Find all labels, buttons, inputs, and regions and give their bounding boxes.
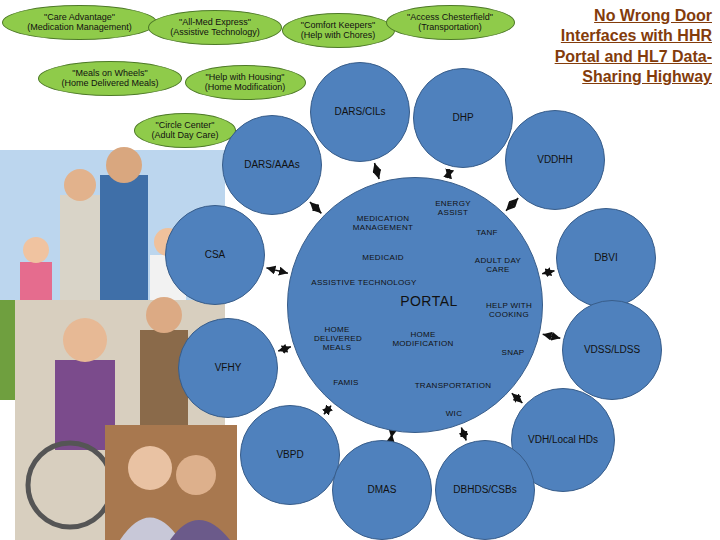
- node-sublabel: MEDICATION MANAGEMENT: [352, 214, 414, 232]
- node-label: "Access Chesterfield": [407, 12, 493, 22]
- node-label: VBPD: [276, 449, 303, 461]
- connector-arrow: [278, 347, 291, 351]
- connector-arrow: [448, 169, 450, 178]
- connector-arrow: [266, 268, 287, 273]
- connector-arrow: [542, 271, 554, 274]
- node-sublabel: HELP WITH COOKING: [481, 301, 537, 319]
- connector-arrow: [512, 393, 523, 403]
- agency-circle: DARS/CILs: [310, 62, 410, 162]
- connector-arrow: [310, 202, 322, 213]
- node-sublabel: ENERGY ASSIST: [432, 199, 474, 217]
- agency-circle: VDDHH: [505, 110, 605, 210]
- agency-circle: DHP: [413, 68, 513, 168]
- node-sublabel: (Transportation): [418, 22, 482, 32]
- node-label: DBVI: [594, 252, 617, 264]
- node-sublabel: ASSISTIVE TECHNOLOGY: [311, 278, 416, 287]
- node-sublabel: SNAP: [502, 348, 525, 357]
- node-label: "Care Advantage": [44, 12, 115, 22]
- node-label: VDDHH: [537, 154, 573, 166]
- node-sublabel: ADULT DAY CARE: [472, 256, 524, 274]
- agency-circle: DBHDS/CSBs: [435, 440, 535, 540]
- connector-group: [266, 163, 560, 440]
- node-sublabel: (Assistive Technology): [170, 27, 259, 37]
- node-sublabel: (Adult Day Care): [151, 130, 218, 140]
- elderly-photo: [105, 425, 237, 540]
- photo-body: [60, 195, 100, 305]
- photo-body: [120, 518, 180, 540]
- node-label: "Comfort Keepers": [301, 20, 375, 30]
- node-sublabel: (Medication Management): [27, 22, 132, 32]
- node-label: DHP: [452, 112, 473, 124]
- photo-body: [100, 175, 148, 305]
- program-ellipse: "Circle Center"(Adult Day Care): [134, 113, 236, 148]
- node-label: PORTAL: [400, 293, 458, 309]
- photo-head: [128, 446, 172, 490]
- node-label: "Help with Housing": [206, 72, 285, 82]
- node-sublabel: HOME MODIFICATION: [387, 330, 459, 348]
- connector-arrow: [543, 334, 561, 338]
- photo-head: [176, 455, 216, 495]
- agency-circle: CSA: [165, 205, 265, 305]
- node-label: VDSS/LDSS: [584, 344, 640, 356]
- agency-circle: VFHY: [178, 318, 278, 418]
- program-ellipse: "Meals on Wheels"(Home Delivered Meals): [38, 61, 182, 96]
- connector-arrow: [375, 163, 380, 179]
- agency-circle: DARS/AAAs: [222, 115, 322, 215]
- program-ellipse: "Access Chesterfield"(Transportation): [386, 5, 515, 40]
- photo-body: [170, 520, 230, 540]
- node-label: DARS/CILs: [334, 106, 385, 118]
- node-label: VFHY: [215, 362, 242, 374]
- photo-head: [23, 237, 49, 263]
- connector-arrow: [461, 428, 466, 441]
- node-label: DBHDS/CSBs: [453, 484, 516, 496]
- agency-circle: VDSS/LDSS: [562, 300, 662, 400]
- node-label: DMAS: [368, 484, 397, 496]
- node-sublabel: (Home Delivered Meals): [61, 78, 158, 88]
- agency-circle: DMAS: [332, 440, 432, 540]
- photo-head: [106, 147, 142, 183]
- title: No Wrong Door Interfaces with HHR Portal…: [522, 6, 712, 88]
- connector-arrow: [506, 198, 518, 211]
- photo-head: [63, 318, 107, 362]
- photo-background: [105, 425, 237, 540]
- node-label: "All-Med Express": [179, 17, 251, 27]
- node-sublabel: TANF: [476, 228, 498, 237]
- program-ellipse: "Comfort Keepers"(Help with Chores): [282, 13, 395, 48]
- agency-circle: DBVI: [556, 208, 656, 308]
- node-sublabel: MEDICAID: [362, 253, 404, 262]
- node-sublabel: FAMIS: [333, 378, 359, 387]
- program-ellipse: "Care Advantage"(Medication Management): [2, 5, 157, 40]
- node-sublabel: HOME DELIVERED MEALS: [314, 325, 360, 353]
- photo-head: [64, 169, 96, 201]
- program-ellipse: "All-Med Express"(Assistive Technology): [148, 10, 282, 45]
- node-label: CSA: [205, 249, 226, 261]
- agency-circle: VBPD: [240, 405, 340, 505]
- portal-circle: PORTAL MEDICATION MANAGEMENT ENERGY ASSIST…: [287, 177, 543, 433]
- node-label: "Circle Center": [156, 120, 215, 130]
- node-sublabel: WIC: [446, 409, 462, 418]
- node-label: VDH/Local HDs: [528, 434, 598, 446]
- node-sublabel: (Home Modification): [205, 82, 286, 92]
- program-ellipse: "Help with Housing"(Home Modification): [185, 65, 306, 100]
- connector-arrow: [324, 406, 331, 415]
- photo-wheel: [28, 443, 112, 527]
- node-sublabel: (Help with Chores): [301, 30, 376, 40]
- node-label: DARS/AAAs: [244, 159, 300, 171]
- node-label: "Meals on Wheels": [72, 68, 147, 78]
- node-sublabel: TRANSPORTATION: [415, 381, 492, 390]
- photo-head: [146, 297, 182, 333]
- connector-arrow: [391, 434, 393, 438]
